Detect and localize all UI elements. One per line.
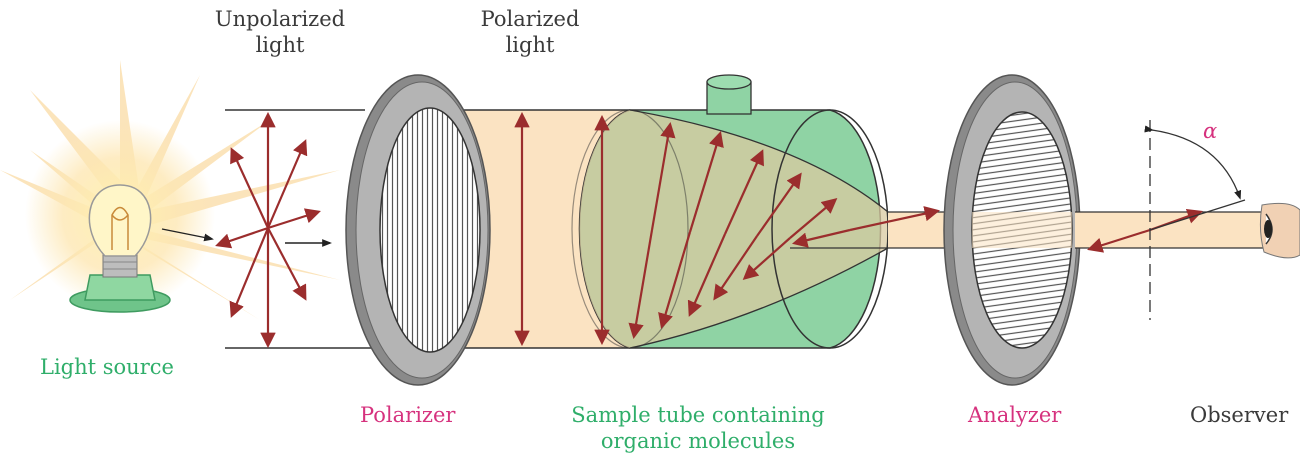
angle-alpha-label: α: [1203, 119, 1218, 143]
observer-label: Observer: [1190, 403, 1289, 427]
light-bulb-icon: [69, 184, 171, 313]
sample-tube-label: Sample tube containing organic molecules: [571, 403, 825, 453]
rotated-arrow: [792, 228, 851, 248]
unpolarized-light-label: Unpolarized light: [214, 7, 346, 57]
rotated-arrow: [849, 206, 941, 232]
light-direction-arrow: [161, 228, 214, 242]
analyzer-input-beam: [888, 212, 948, 248]
eye-icon: [1259, 202, 1300, 259]
unpolarized-arrows: [215, 111, 321, 349]
observer-beam: [1075, 212, 1270, 248]
rotated-arrow: [1087, 228, 1151, 253]
polarizer: [345, 74, 491, 386]
rotating-polarization-arrows: [594, 114, 838, 346]
analyzer: [943, 74, 1081, 386]
polarized-light-label: Polarized light: [480, 7, 580, 57]
polarizer-label: Polarizer: [360, 403, 456, 427]
rotation-angle-indicator: [1144, 120, 1246, 320]
analyzer-label: Analyzer: [968, 403, 1062, 427]
sample-tube: [571, 74, 889, 349]
light-source-label: Light source: [40, 355, 174, 379]
